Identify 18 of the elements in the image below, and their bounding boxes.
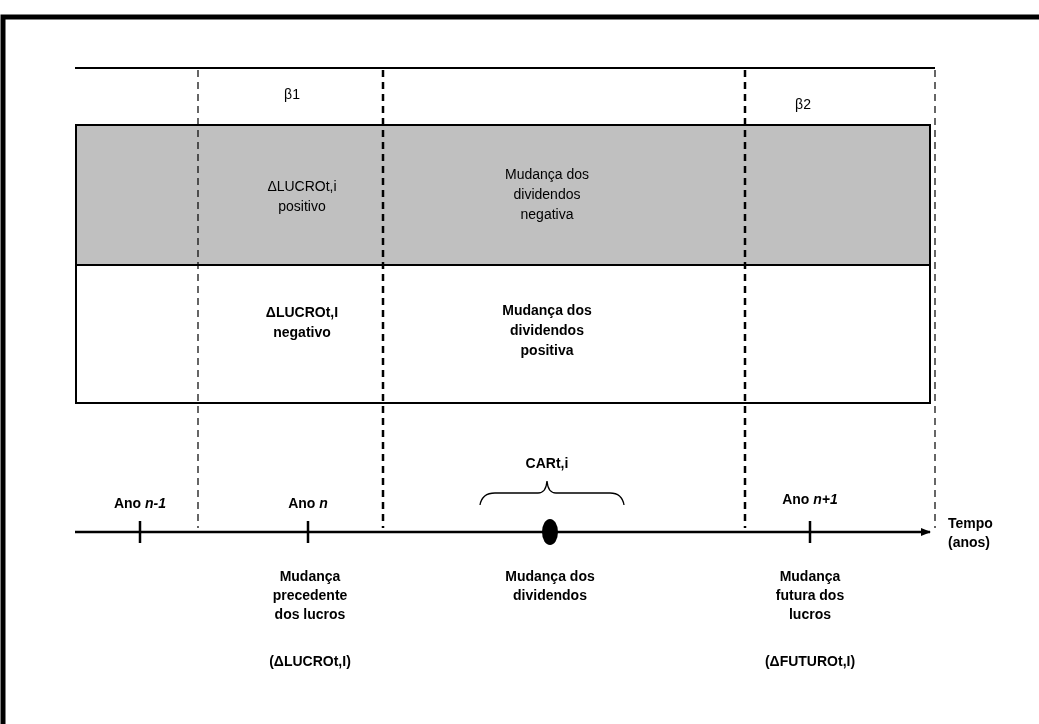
year-label: Ano n+1 [782, 490, 838, 509]
axis-label: Tempo (anos) [948, 514, 994, 552]
period-description: Mudança precedente dos lucros [271, 567, 349, 624]
variable-label: (ΔLUCROt,I) [269, 652, 351, 671]
band-text: ΔLUCROt,i positivo [266, 177, 338, 216]
band-text: Mudança dos dividendos negativa [503, 165, 591, 224]
band-text: ΔLUCROt,I negativo [264, 303, 340, 342]
shaded-band [75, 124, 931, 266]
beta-label: β2 [795, 95, 811, 114]
band [75, 264, 931, 404]
car-label: CARt,i [525, 454, 569, 473]
year-label: Ano n [288, 494, 328, 513]
band-text: Mudança dos dividendos positiva [501, 301, 593, 360]
period-description: Mudança dos dividendos [504, 567, 596, 605]
beta-label: β1 [284, 85, 300, 104]
period-description: Mudança futura dos lucros [774, 567, 846, 624]
year-label: Ano n-1 [113, 494, 167, 513]
variable-label: (ΔFUTUROt,I) [764, 652, 856, 671]
